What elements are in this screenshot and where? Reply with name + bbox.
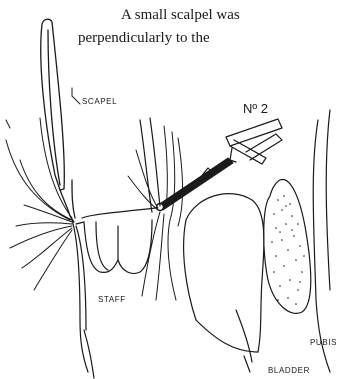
label-staff: STAFF — [98, 295, 126, 304]
prostate-lobes — [84, 220, 152, 274]
pubis-stipple — [271, 195, 305, 305]
bladder — [184, 194, 264, 372]
label-pubis: PUBIS — [310, 338, 337, 347]
label-no2: Nº 2 — [243, 101, 268, 116]
staff-instrument — [157, 119, 283, 211]
scapel-pointer — [72, 96, 80, 104]
right-edge-tissue — [313, 110, 330, 372]
pubis — [264, 179, 311, 313]
urethra-walls — [72, 118, 160, 378]
label-scapel: SCAPEL — [82, 97, 117, 106]
left-tissue — [6, 118, 72, 290]
scalpel — [41, 19, 75, 222]
label-bladder: BLADDER — [268, 366, 310, 375]
